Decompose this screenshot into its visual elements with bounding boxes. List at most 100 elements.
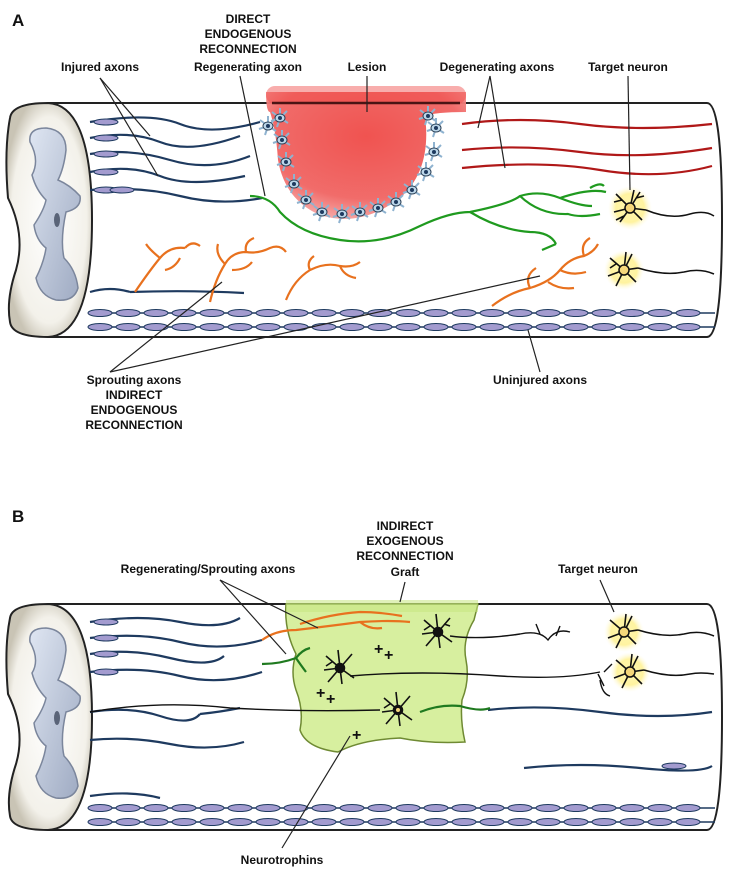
panel-b-letter: B xyxy=(12,507,24,526)
myelin-segment xyxy=(227,323,253,331)
glial-cell xyxy=(284,174,303,194)
label-indirect-line1: INDIRECT xyxy=(377,519,434,533)
degenerating-axons xyxy=(461,118,713,176)
neurotrophin-plus: + xyxy=(316,685,325,702)
myelin-segment xyxy=(479,309,505,317)
myelin-segment xyxy=(591,804,617,812)
label-target-neuron-a: Target neuron xyxy=(588,60,668,74)
label-degenerating-axons: Degenerating axons xyxy=(440,60,555,74)
labels-b: INDIRECT EXOGENOUS RECONNECTION Regenera… xyxy=(121,519,638,867)
graft-neuron-axons xyxy=(89,623,613,713)
glial-cell xyxy=(350,202,369,222)
label-lesion: Lesion xyxy=(348,60,387,74)
label-target-neuron-b: Target neuron xyxy=(558,562,638,576)
label-graft: Graft xyxy=(391,565,420,579)
myelin-segment xyxy=(87,323,113,331)
myelin-segment xyxy=(423,804,449,812)
myelin-segment xyxy=(339,323,365,331)
myelin-segment xyxy=(395,323,421,331)
myelin-segment xyxy=(591,818,617,826)
myelin-segment xyxy=(227,818,253,826)
graft-neurons xyxy=(323,613,453,727)
lesion xyxy=(266,86,466,219)
myelin-segment xyxy=(395,818,421,826)
myelin-segment xyxy=(591,323,617,331)
myelin-segment xyxy=(479,323,505,331)
myelin-segment xyxy=(647,309,673,317)
myelin-segment xyxy=(675,323,701,331)
myelin-segment xyxy=(227,804,253,812)
myelin-segment xyxy=(87,309,113,317)
graft xyxy=(284,600,479,753)
myelin-segment xyxy=(563,804,589,812)
myelin-segment xyxy=(507,309,533,317)
myelin-segment xyxy=(647,323,673,331)
neurotrophin-plus: + xyxy=(374,641,383,658)
label-indirect-line3: RECONNECTION xyxy=(356,549,453,563)
myelin-segment xyxy=(143,323,169,331)
graft-neuron xyxy=(421,613,453,649)
myelin-segment xyxy=(367,818,393,826)
leader-degenerating-1 xyxy=(477,75,491,129)
glial-cell xyxy=(402,180,421,200)
cord-cross-section-b xyxy=(5,602,94,832)
graft-neuron xyxy=(323,649,355,685)
myelin-segment xyxy=(115,323,141,331)
myelin-segment xyxy=(199,309,225,317)
label-sprouting-line1: Sprouting axons xyxy=(87,373,182,387)
myelin-segment xyxy=(423,323,449,331)
leader-injured-1 xyxy=(99,77,151,137)
myelin-segment xyxy=(87,818,113,826)
labels-a: DIRECT ENDOGENOUS RECONNECTION Regenerat… xyxy=(61,12,668,432)
myelin-segment xyxy=(451,804,477,812)
myelin-segment xyxy=(255,804,281,812)
leader-sprouting-1 xyxy=(109,281,223,373)
glial-cell xyxy=(426,118,445,138)
myelin-segment xyxy=(311,818,337,826)
myelin-segment xyxy=(283,804,309,812)
myelin-segment xyxy=(283,309,309,317)
myelin-segment xyxy=(535,323,561,331)
glial-cell xyxy=(416,162,435,182)
neurotrophin-plus: + xyxy=(352,727,361,744)
myelin-segment xyxy=(423,818,449,826)
leader-sprouting-2 xyxy=(109,275,541,373)
label-regen-sprout: Regenerating/Sprouting axons xyxy=(121,562,296,576)
myelin-segment xyxy=(479,818,505,826)
glial-cell xyxy=(386,192,405,212)
myelin-segment xyxy=(675,818,701,826)
leader-injured-2 xyxy=(99,77,159,177)
myelin-segment xyxy=(311,309,337,317)
sprouting-axons xyxy=(134,236,599,307)
target-neurons-b xyxy=(604,612,715,692)
myelin-segment xyxy=(535,804,561,812)
myelin-segment xyxy=(199,323,225,331)
glial-scar xyxy=(258,106,445,224)
myelin-segment xyxy=(591,309,617,317)
myelin-segment xyxy=(619,804,645,812)
myelin-segment xyxy=(339,804,365,812)
glial-cell xyxy=(296,190,315,210)
myelin-segment xyxy=(171,323,197,331)
myelin-segment xyxy=(451,309,477,317)
target-neuron xyxy=(604,612,715,652)
target-neurons-a xyxy=(604,186,715,290)
myelin-segment xyxy=(339,818,365,826)
leader-regen-1 xyxy=(219,579,319,629)
leader-regenerating xyxy=(239,75,266,197)
leader-target-a xyxy=(627,75,631,191)
label-direct-line3: RECONNECTION xyxy=(199,42,296,56)
myelin-segment xyxy=(255,309,281,317)
leader-target-b xyxy=(599,579,615,613)
myelin-segment xyxy=(395,804,421,812)
label-regenerating-axon: Regenerating axon xyxy=(194,60,302,74)
glial-cell xyxy=(270,108,289,128)
myelin-segment xyxy=(451,323,477,331)
glial-cell xyxy=(312,202,331,222)
myelin-segment xyxy=(563,818,589,826)
injured-axons xyxy=(89,116,263,295)
myelin-segment xyxy=(563,323,589,331)
myelin-segment xyxy=(283,323,309,331)
label-injured-axons: Injured axons xyxy=(61,60,139,74)
leader-neurotrophins xyxy=(281,735,351,849)
